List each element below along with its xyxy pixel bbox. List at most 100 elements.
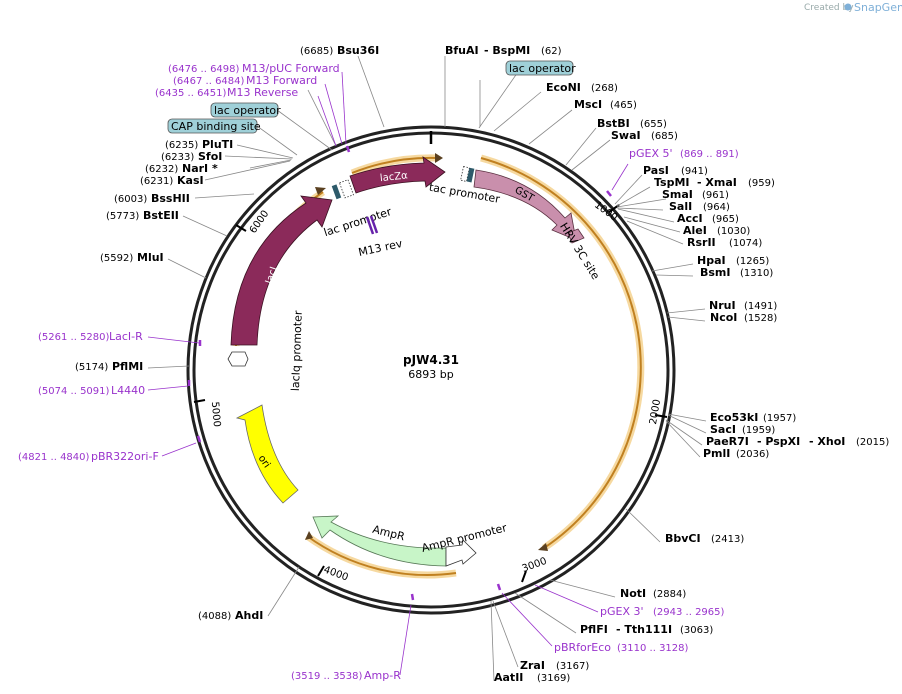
- site-xhoi-name[interactable]: - XhoI: [809, 435, 845, 448]
- laci-feature[interactable]: [230, 195, 333, 346]
- site-paer7i-name[interactable]: PaeR7I: [706, 435, 749, 448]
- primer-pgex5-name[interactable]: pGEX 5': [629, 147, 673, 160]
- primer-m13rev-name[interactable]: M13 Reverse: [227, 86, 298, 99]
- ampr-feature[interactable]: [312, 515, 447, 567]
- site-bspmi-name[interactable]: - BspMI: [484, 44, 530, 57]
- m13-rev-label: M13 rev: [357, 237, 404, 259]
- site-mlui-pos: (5592): [100, 253, 133, 264]
- site-eco53ki-name[interactable]: Eco53kI: [710, 411, 758, 424]
- primer-pbr322ori-name[interactable]: pBR322ori-F: [91, 450, 159, 463]
- primer-mark-pgex5[interactable]: [606, 190, 612, 197]
- site-bsmi-name[interactable]: BsmI: [700, 266, 731, 279]
- m13-rev-primer-mark-2[interactable]: [369, 215, 379, 234]
- site-ncoi-pos: (1528): [744, 313, 777, 324]
- site-bsu36i-name[interactable]: Bsu36I: [337, 44, 379, 57]
- primer-mark-pbr322ori[interactable]: [196, 435, 202, 443]
- site-bbvci-name[interactable]: BbvCI: [665, 532, 701, 545]
- lac-operator-tag-left[interactable]: [210, 102, 279, 118]
- site-smai-name[interactable]: SmaI: [662, 188, 693, 201]
- primer-laci-r-name[interactable]: LacI-R: [109, 330, 143, 343]
- site-eco53ki-pos: (1957): [763, 413, 796, 424]
- site-pasi-name[interactable]: PasI: [643, 164, 669, 177]
- site-nrui-name[interactable]: NruI: [709, 299, 736, 312]
- primer-mark-pgex3[interactable]: [496, 583, 502, 591]
- site-rsrii-name[interactable]: RsrII: [687, 236, 716, 249]
- tick-2000: [654, 414, 668, 418]
- tac-promoter-box[interactable]: [460, 166, 470, 182]
- tick-5000: [193, 399, 206, 403]
- cap-binding-site-tag[interactable]: [167, 118, 258, 134]
- site-swai-pos: (685): [651, 131, 678, 142]
- primer-l4440-pos: (5074 .. 5091): [38, 386, 110, 397]
- lacz-alpha-label: lacZα: [379, 170, 408, 184]
- tick-label-3000: 3000: [521, 556, 549, 575]
- site-pflmi-name[interactable]: PflMI: [112, 360, 143, 373]
- site-econi-name[interactable]: EcoNI: [546, 81, 581, 94]
- site-alei-name[interactable]: AleI: [683, 224, 707, 237]
- tac-operator-box[interactable]: [466, 167, 475, 183]
- site-noti-name[interactable]: NotI: [620, 587, 646, 600]
- site-sfoi-name[interactable]: SfoI: [198, 150, 222, 163]
- primer-mark-m13[interactable]: [345, 145, 351, 153]
- site-mlui-name[interactable]: MluI: [137, 251, 164, 264]
- backbone-outer-ring: [186, 125, 676, 615]
- site-msci-name[interactable]: MscI: [574, 98, 602, 111]
- lac-operator-box[interactable]: [331, 184, 342, 200]
- primer-m13fwd-name[interactable]: M13 Forward: [246, 74, 317, 87]
- tick-label-5000: 5000: [209, 401, 222, 427]
- orf-arrow-lacz: [435, 153, 443, 163]
- primer-m13puc-name[interactable]: M13/pUC Forward: [242, 62, 340, 75]
- site-pspxi-name[interactable]: - PspXI: [757, 435, 800, 448]
- site-econi-pos: (268): [591, 83, 618, 94]
- site-bsteii-name[interactable]: BstEII: [143, 209, 179, 222]
- site-tspmi-name[interactable]: TspMI: [654, 176, 690, 189]
- hrv-3c-site-feature[interactable]: [567, 228, 585, 244]
- ampr-promoter-feature[interactable]: [445, 539, 477, 567]
- site-hpai-name[interactable]: HpaI: [697, 254, 726, 267]
- primer-mark-ampr[interactable]: [410, 593, 415, 601]
- tick-label-6000: 6000: [248, 209, 272, 236]
- ori-feature[interactable]: [235, 404, 299, 504]
- site-pmli-name[interactable]: PmlI: [703, 447, 730, 460]
- site-kasi-pos: (6231): [140, 176, 173, 187]
- m13-rev-primer-mark[interactable]: [365, 216, 375, 235]
- site-bfuai-name[interactable]: BfuAI: [445, 44, 479, 57]
- site-hpai-pos: (1265): [736, 256, 769, 267]
- site-saci-pos: (1959): [742, 425, 775, 436]
- site-msci-pos: (465): [610, 100, 637, 111]
- lacz-alpha-feature[interactable]: [349, 156, 446, 194]
- site-pluti-name[interactable]: PluTI: [202, 138, 233, 151]
- plasmid-name: pJW4.31: [403, 353, 459, 367]
- primer-l4440-name[interactable]: L4440: [111, 384, 145, 397]
- site-aatii-pos: (3169): [537, 673, 570, 684]
- lac-promoter-box[interactable]: [338, 179, 354, 199]
- primer-ampr-name[interactable]: Amp-R: [364, 669, 401, 682]
- site-bsshii-name[interactable]: BssHII: [151, 192, 190, 205]
- site-bfuai-pos: (62): [541, 46, 562, 57]
- primer-pbrforeco-name[interactable]: pBRforEco: [554, 641, 611, 654]
- site-swai-name[interactable]: SwaI: [611, 129, 641, 142]
- site-pflmi-pos: (5174): [75, 362, 108, 373]
- site-aatii-name[interactable]: AatII: [494, 671, 523, 684]
- laciq-promoter-feature[interactable]: [227, 351, 249, 367]
- primer-pgex3-name[interactable]: pGEX 3': [600, 605, 644, 618]
- site-saci-name[interactable]: SacI: [710, 423, 736, 436]
- site-bsteii-pos: (5773): [106, 211, 139, 222]
- site-pflfi-name[interactable]: PflFI: [580, 623, 608, 636]
- site-xmai-name[interactable]: - XmaI: [697, 176, 737, 189]
- site-nari-name[interactable]: NarI *: [182, 162, 218, 175]
- lac-promoter-label: lac promoter: [322, 205, 393, 239]
- site-sfoi-pos: (6233): [161, 152, 194, 163]
- tick-label-2000: 2000: [648, 398, 663, 425]
- site-bstbi-name[interactable]: BstBI: [597, 117, 630, 130]
- site-bstbi-pos: (655): [640, 119, 667, 130]
- site-tth111i-name[interactable]: - Tth111I: [616, 623, 672, 636]
- lac-operator-tag-top[interactable]: [505, 60, 574, 76]
- site-ahdi-name[interactable]: AhdI: [235, 609, 263, 622]
- site-kasi-name[interactable]: KasI: [177, 174, 204, 187]
- site-acci-name[interactable]: AccI: [677, 212, 703, 225]
- site-sali-name[interactable]: SalI: [669, 200, 692, 213]
- created-by-label: Created by: [804, 3, 854, 13]
- site-ncoi-name[interactable]: NcoI: [710, 311, 737, 324]
- site-zrai-name[interactable]: ZraI: [520, 659, 545, 672]
